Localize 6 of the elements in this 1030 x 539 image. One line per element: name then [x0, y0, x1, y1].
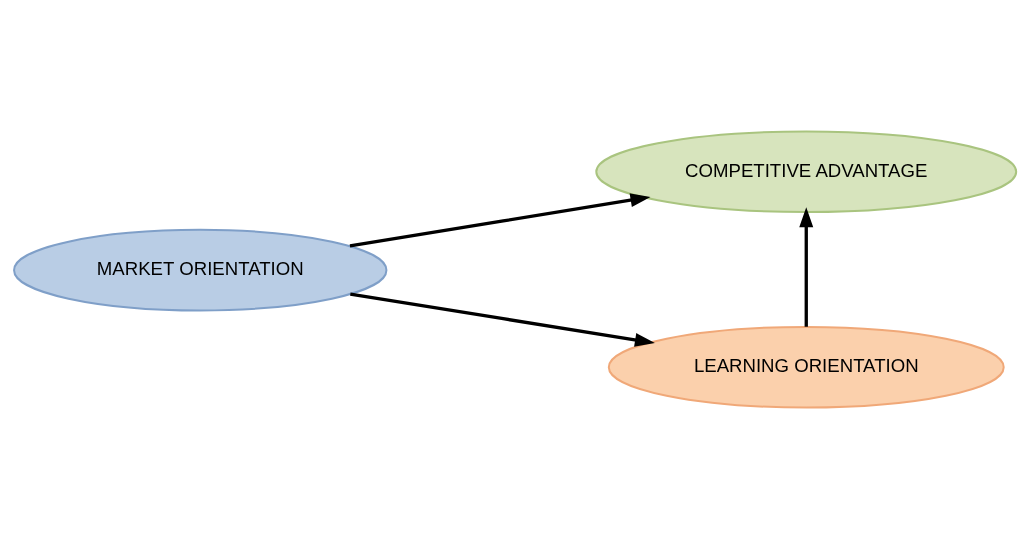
node-ellipse: MARKET ORIENTATION	[13, 228, 388, 312]
node-ellipse: COMPETITIVE ADVANTAGE	[595, 130, 1018, 214]
arrow	[799, 207, 814, 327]
node-ellipse: LEARNING ORIENTATION	[607, 325, 1005, 409]
arrow	[350, 292, 655, 347]
arrow	[349, 193, 651, 248]
